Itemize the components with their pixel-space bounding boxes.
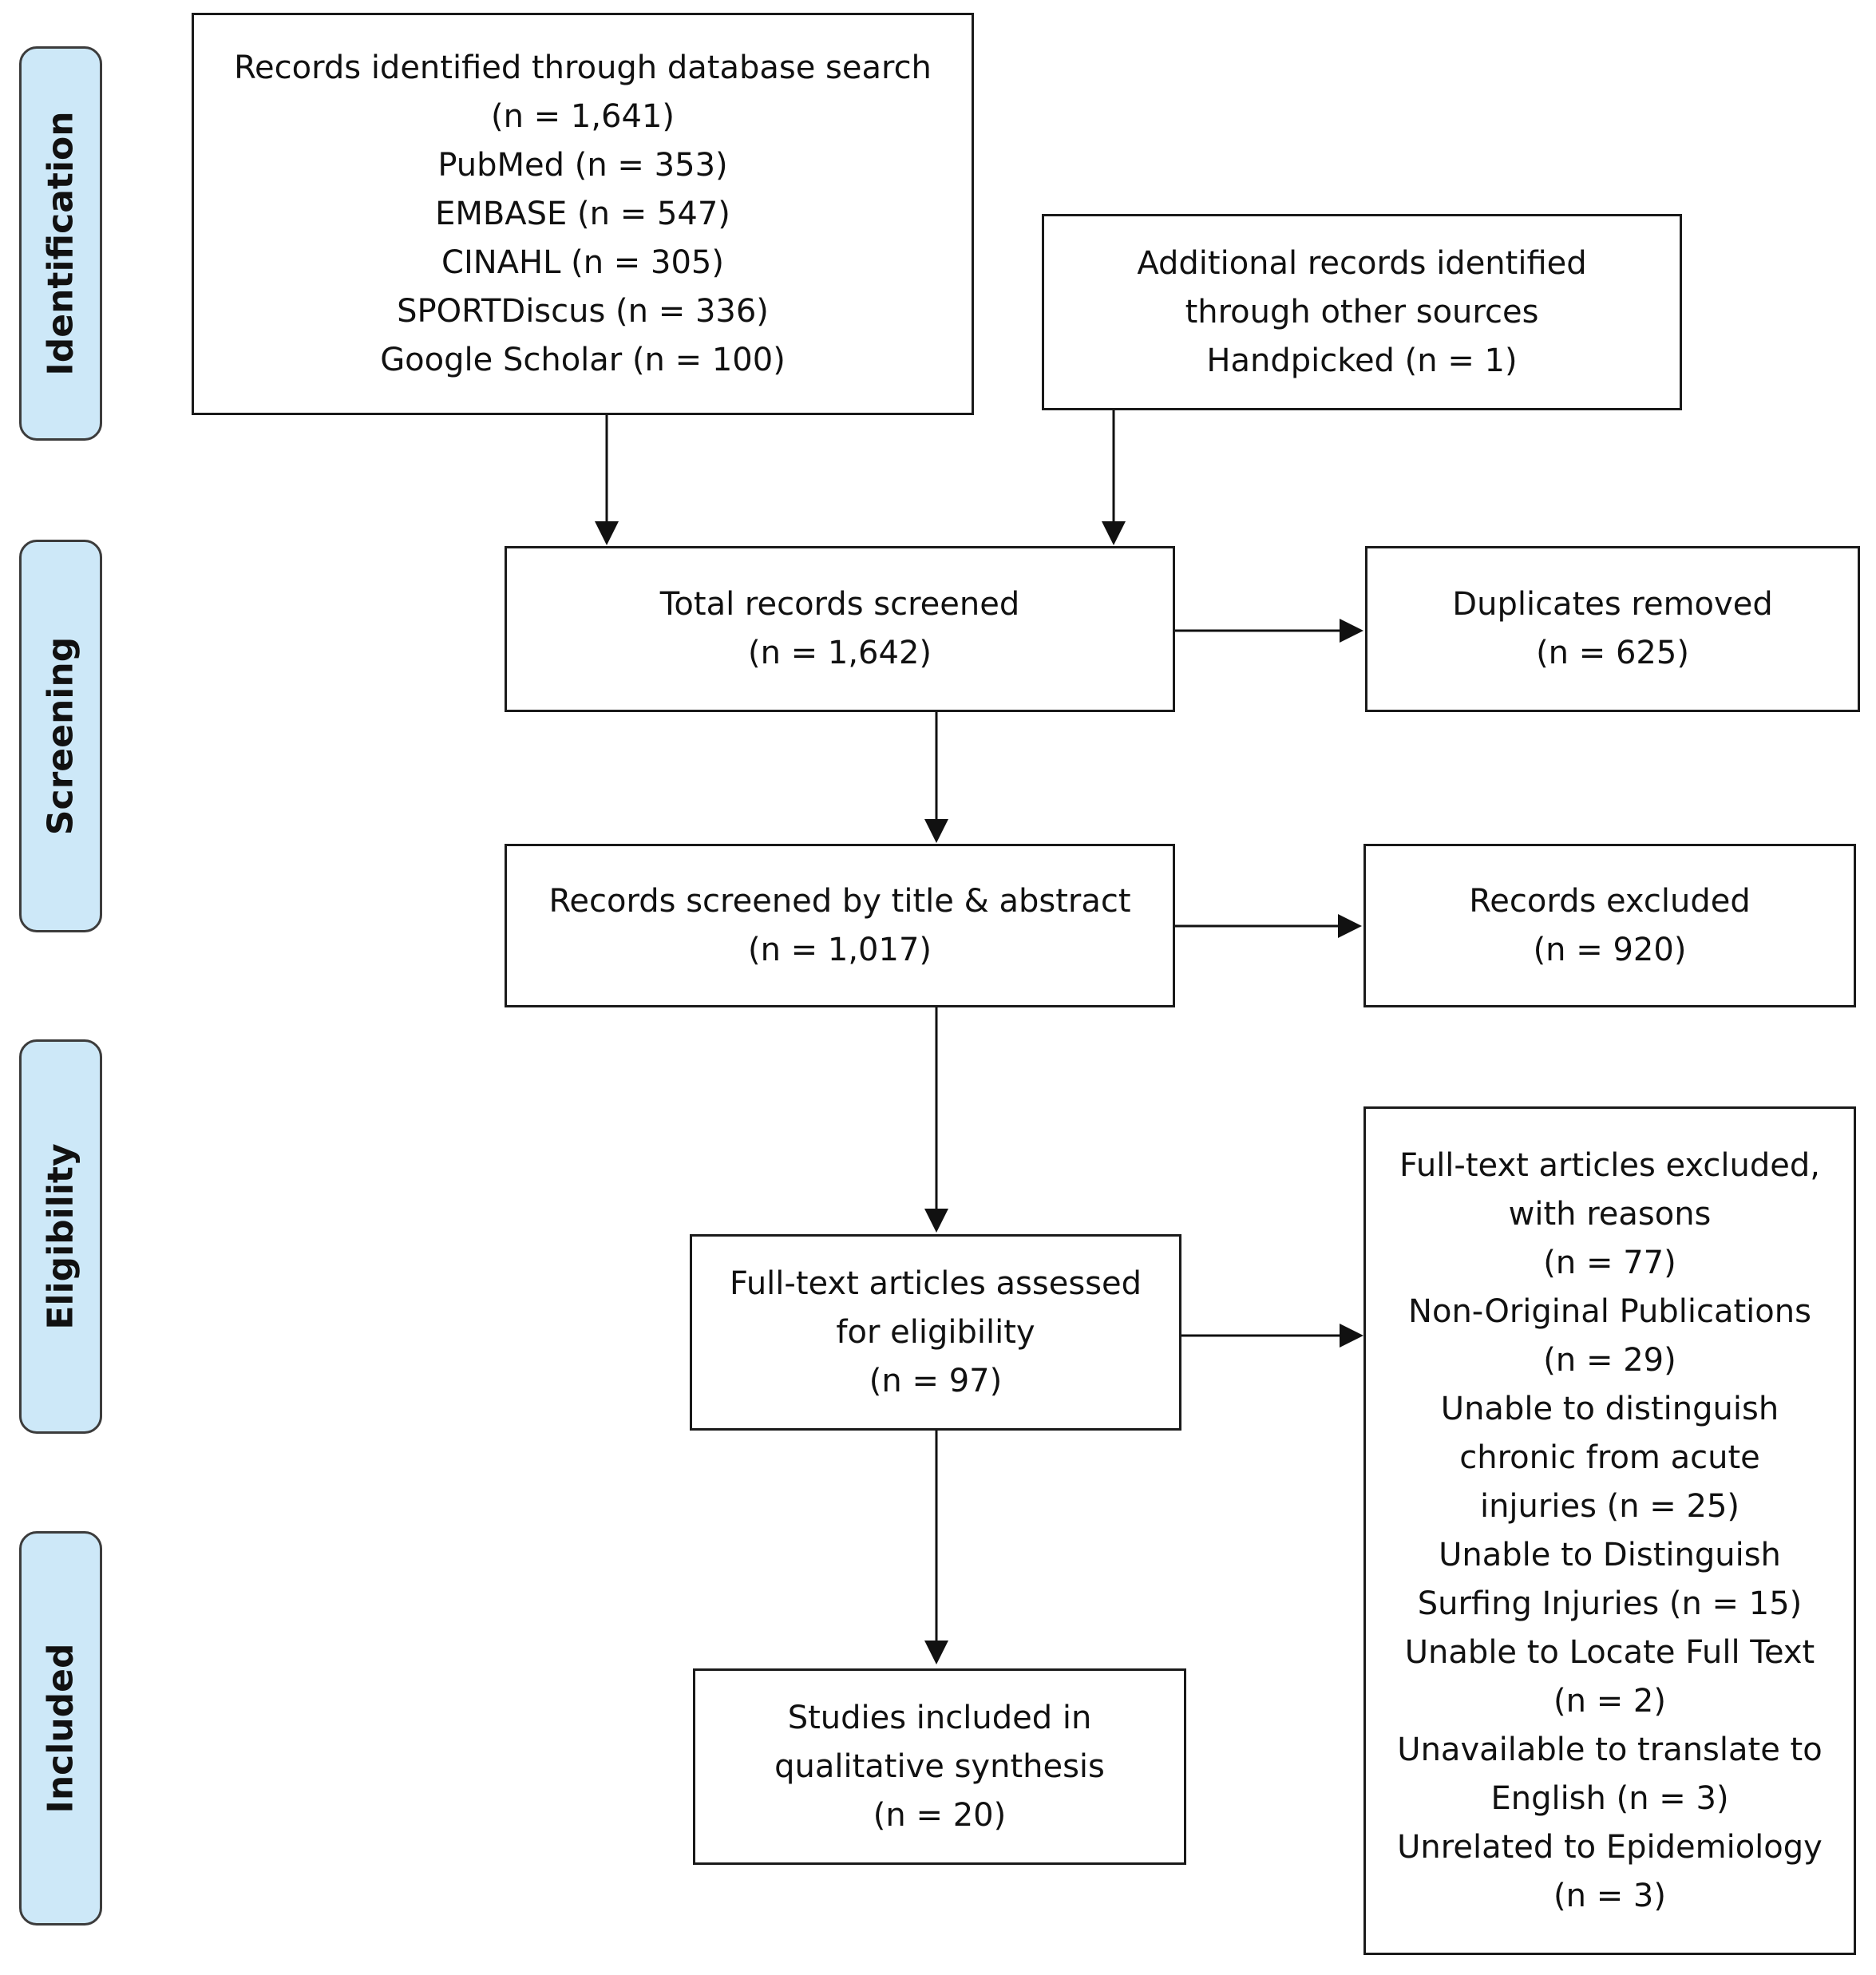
box-text-line: Full-text articles assessed xyxy=(730,1265,1142,1302)
box-text-line: Google Scholar (n = 100) xyxy=(380,341,786,378)
included-studies-box: Studies included in qualitative synthesis… xyxy=(693,1668,1186,1865)
box-text-line: Non-Original Publications xyxy=(1408,1292,1811,1330)
box-text-line: English (n = 3) xyxy=(1490,1779,1729,1817)
box-text-line: Handpicked (n = 1) xyxy=(1206,342,1518,379)
box-text-line: Unable to Distinguish xyxy=(1439,1536,1781,1573)
box-text-line: (n = 3) xyxy=(1553,1877,1666,1914)
records-excluded-box: Records excluded (n = 920) xyxy=(1363,844,1856,1007)
box-text-line: with reasons xyxy=(1508,1195,1712,1233)
title-abstract-box: Records screened by title & abstract (n =… xyxy=(505,844,1175,1007)
box-text-line: Full-text articles excluded, xyxy=(1399,1146,1820,1184)
total-screened-box: Total records screened (n = 1,642) xyxy=(505,546,1175,712)
box-text-line: injuries (n = 25) xyxy=(1479,1487,1740,1525)
full-text-assessed-box: Full-text articles assessed for eligibili… xyxy=(690,1234,1181,1431)
box-text-line: Total records screened xyxy=(659,586,1020,623)
box-text-line: EMBASE (n = 547) xyxy=(435,195,730,232)
box-text-line: (n = 2) xyxy=(1553,1682,1666,1720)
box-text-line: Surfing Injuries (n = 15) xyxy=(1417,1585,1803,1622)
box-text-line: through other sources xyxy=(1185,293,1539,330)
box-text-line: (n = 1,642) xyxy=(747,635,932,671)
box-text-line: CINAHL (n = 305) xyxy=(441,243,724,281)
box-text-line: PubMed (n = 353) xyxy=(437,146,728,184)
box-text-line: Unavailable to translate to xyxy=(1397,1731,1823,1768)
full-text-excluded-box: Full-text articles excluded, with reasons… xyxy=(1363,1106,1856,1955)
box-text-line: SPORTDiscus (n = 336) xyxy=(397,292,769,330)
other-sources-box: Additional records identified through oth… xyxy=(1042,214,1682,410)
box-text-line: (n = 1,017) xyxy=(747,931,932,968)
box-text-line: (n = 29) xyxy=(1543,1341,1676,1379)
box-text-line: for eligibility xyxy=(836,1313,1035,1351)
box-text-line: (n = 97) xyxy=(869,1362,1003,1399)
box-text-line: Additional records identified xyxy=(1137,244,1587,282)
box-text-line: (n = 77) xyxy=(1543,1244,1676,1281)
box-text-line: (n = 920) xyxy=(1533,931,1687,968)
box-text-line: qualitative synthesis xyxy=(774,1747,1105,1785)
box-text-line: chronic from acute xyxy=(1459,1439,1760,1476)
box-text-line: (n = 20) xyxy=(873,1796,1007,1834)
box-text-line: Records excluded xyxy=(1469,882,1751,920)
box-text-line: Records screened by title & abstract xyxy=(548,882,1131,920)
box-text-line: (n = 625) xyxy=(1536,635,1689,671)
box-text-line: Unable to distinguish xyxy=(1440,1390,1779,1427)
stage-tab-screening: Screening xyxy=(19,540,102,932)
duplicates-removed-box: Duplicates removed (n = 625) xyxy=(1365,546,1860,712)
box-text-line: Unable to Locate Full Text xyxy=(1404,1633,1815,1671)
box-text-line: (n = 1,641) xyxy=(490,97,675,135)
box-text-line: Duplicates removed xyxy=(1452,586,1773,623)
stage-tab-included: Included xyxy=(19,1531,102,1926)
box-text-line: Records identified through database sear… xyxy=(234,49,932,86)
box-text-line: Unrelated to Epidemiology xyxy=(1397,1828,1823,1866)
stage-tab-eligibility: Eligibility xyxy=(19,1039,102,1434)
stage-tab-identification: Identification xyxy=(19,46,102,441)
box-text-line: Studies included in xyxy=(787,1699,1092,1736)
database-search-box: Records identified through database sear… xyxy=(192,13,974,415)
